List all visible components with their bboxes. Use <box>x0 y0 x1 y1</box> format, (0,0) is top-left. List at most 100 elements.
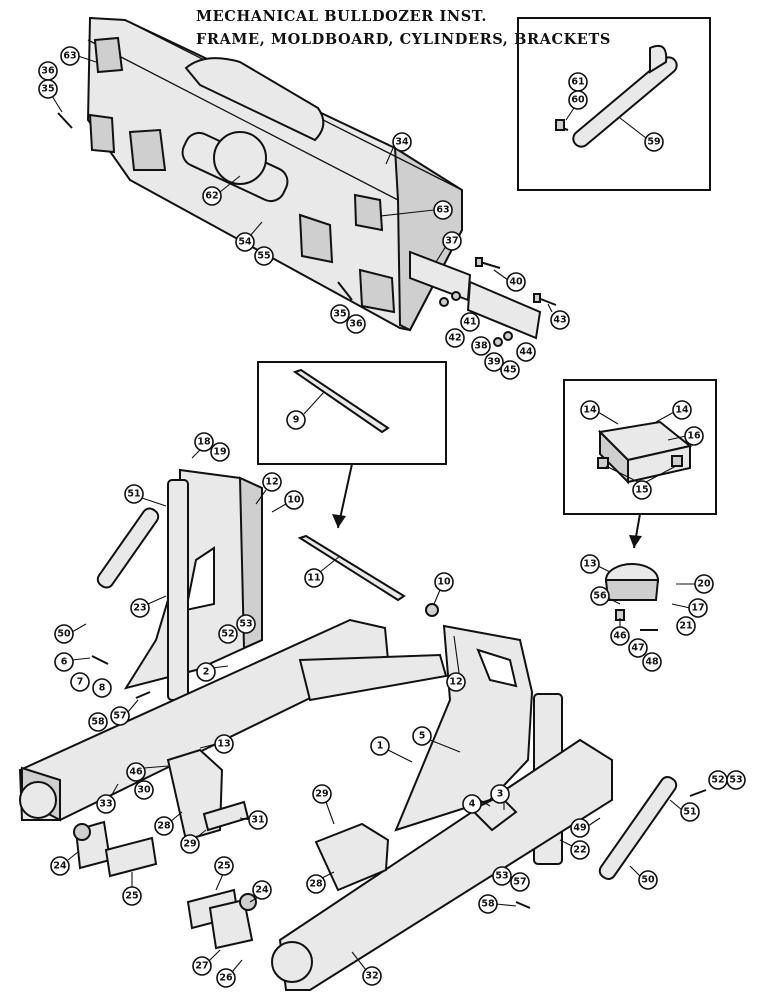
svg-text:34: 34 <box>395 137 409 148</box>
svg-text:19: 19 <box>213 447 226 458</box>
svg-text:38: 38 <box>474 341 488 352</box>
callout-17: 17 <box>671 598 708 618</box>
pin-35-36-top <box>57 112 73 129</box>
svg-text:30: 30 <box>137 785 151 796</box>
callout-57-right: 57 <box>510 872 530 892</box>
right-bracket-1 <box>394 624 534 832</box>
right-cylinder-50 <box>598 776 678 880</box>
plate-29-31 <box>202 800 250 832</box>
svg-text:62: 62 <box>205 191 218 202</box>
svg-text:15: 15 <box>635 485 648 496</box>
callout-32: 32 <box>351 951 382 986</box>
callout-29-left: 29 <box>180 829 207 854</box>
svg-text:37: 37 <box>445 236 458 247</box>
svg-text:46: 46 <box>129 767 143 778</box>
nut-10-center <box>425 603 439 617</box>
moldboard-brackets <box>88 36 396 314</box>
svg-text:50: 50 <box>57 629 71 640</box>
callout-57-left: 57 <box>110 699 139 726</box>
callout-12-left: 12 <box>255 472 282 505</box>
callout-52-right: 52 <box>708 770 728 790</box>
right-frame-32 <box>271 738 613 991</box>
callout-13-frame: 13 <box>199 734 234 754</box>
svg-text:36: 36 <box>349 319 363 330</box>
svg-text:9: 9 <box>293 415 300 426</box>
svg-text:7: 7 <box>77 677 84 688</box>
callout-24-left: 24 <box>50 851 79 876</box>
svg-text:59: 59 <box>647 137 660 148</box>
callout-25-right: 25 <box>214 856 234 891</box>
bolt-43 <box>533 293 557 306</box>
svg-text:31: 31 <box>251 815 264 826</box>
callout-51-left: 51 <box>124 484 167 507</box>
callout-2: 2 <box>196 662 229 682</box>
callout-9: 9 <box>286 391 325 430</box>
svg-text:2: 2 <box>203 667 210 678</box>
svg-text:13: 13 <box>217 739 230 750</box>
callout-33: 33 <box>96 783 119 814</box>
svg-text:42: 42 <box>448 333 461 344</box>
callout-50-left: 50 <box>54 623 87 644</box>
moldboard-cylinder <box>181 131 289 203</box>
callout-53-bottom: 53 <box>492 866 512 886</box>
callout-7: 7 <box>70 672 90 692</box>
svg-text:57: 57 <box>113 711 126 722</box>
small-pins <box>91 655 707 909</box>
callout-36-bottom: 36 <box>346 314 366 334</box>
cutting-edge-37 <box>409 250 542 340</box>
diagram-title-line-1: MECHANICAL BULLDOZER INST. <box>196 8 487 25</box>
svg-text:13: 13 <box>583 559 596 570</box>
svg-text:32: 32 <box>365 971 378 982</box>
svg-text:6: 6 <box>61 657 68 668</box>
svg-text:53: 53 <box>729 775 742 786</box>
svg-text:28: 28 <box>309 879 323 890</box>
svg-text:56: 56 <box>593 591 607 602</box>
svg-text:28: 28 <box>157 821 171 832</box>
svg-text:53: 53 <box>239 619 252 630</box>
callout-5: 5 <box>412 726 461 753</box>
callout-28-right: 28 <box>306 871 335 894</box>
inset-cylinder-59 <box>517 17 711 191</box>
callout-35-bottom: 35 <box>330 304 350 324</box>
svg-text:53: 53 <box>495 871 508 882</box>
callout-51-right: 51 <box>669 799 700 822</box>
hitch-24-25-left <box>73 820 158 878</box>
svg-text:27: 27 <box>195 961 208 972</box>
callout-45: 45 <box>500 360 520 380</box>
callout-61: 61 <box>568 72 588 92</box>
callout-28-left: 28 <box>154 811 183 836</box>
svg-text:61: 61 <box>571 77 584 88</box>
svg-text:21: 21 <box>679 621 692 632</box>
svg-text:3: 3 <box>497 789 504 800</box>
callout-36-top: 36 <box>38 61 58 81</box>
svg-text:49: 49 <box>573 823 586 834</box>
left-cylinder-50 <box>96 507 160 589</box>
callout-14-left: 14 <box>580 400 619 425</box>
callout-50-right: 50 <box>629 865 658 890</box>
svg-text:10: 10 <box>437 577 451 588</box>
svg-text:23: 23 <box>133 603 146 614</box>
svg-text:46: 46 <box>613 631 627 642</box>
callout-55: 55 <box>254 246 274 266</box>
left-cylinder-51 <box>167 479 189 701</box>
svg-text:26: 26 <box>219 973 233 984</box>
svg-text:4: 4 <box>469 799 476 810</box>
callout-39: 39 <box>484 352 504 372</box>
callout-56: 56 <box>590 586 621 606</box>
svg-text:29: 29 <box>183 839 196 850</box>
nuts-41-42 <box>439 291 461 307</box>
svg-text:20: 20 <box>697 579 711 590</box>
bolt-40 <box>475 257 501 269</box>
callout-23: 23 <box>130 595 167 618</box>
inset-guide-block <box>563 379 717 549</box>
callout-40: 40 <box>493 269 526 292</box>
callout-25-left: 25 <box>122 872 142 906</box>
callout-63-right: 63 <box>379 200 453 220</box>
callout-53-left: 53 <box>236 614 256 634</box>
callout-53-right: 53 <box>726 770 746 790</box>
svg-text:43: 43 <box>553 315 566 326</box>
callout-8: 8 <box>92 678 112 698</box>
svg-text:55: 55 <box>257 251 270 262</box>
shaft-11 <box>297 534 406 602</box>
tie-28-3-4 <box>470 794 518 832</box>
